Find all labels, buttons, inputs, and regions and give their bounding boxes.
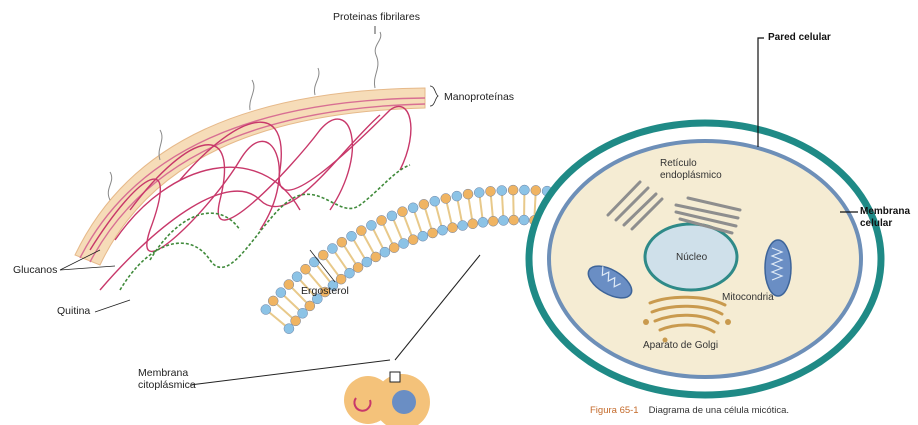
lipid-head [430,196,440,206]
lipid-head [301,264,311,274]
lipid-head [441,193,451,203]
lipid-head [305,301,315,311]
label-nucleus: Núcleo [676,252,707,263]
lipid-head [371,252,381,262]
figure-caption-text: Diagrama de una célula micótica. [649,405,789,416]
lipid-head [261,305,271,315]
figure-number: Figura 65-1 [590,405,639,416]
lipid-head [387,211,397,221]
lipid-head [531,185,541,195]
lipid-head [377,215,387,225]
label-ergosterol: Ergosterol [301,286,349,298]
label-chitin: Quitina [57,306,90,318]
label-glucans: Glucanos [13,265,57,277]
lipid-head [399,239,409,249]
lipid-head [408,203,418,213]
label-mannoproteins: Manoproteínas [444,92,514,104]
lipid-head [284,324,294,334]
label-cell-wall: Pared celular [768,32,831,43]
lipid-head [362,257,372,267]
label-cell-membrane-line1: Membrana [860,206,910,217]
lipid-head [336,274,346,284]
lipid-head [478,217,488,227]
lipid-head [353,262,363,272]
label-membrane-line1: Membrana [138,368,188,380]
lipid-head [497,186,507,196]
figure-caption: Figura 65-1 Diagrama de una célula micóti… [590,405,789,416]
lipid-head [418,231,428,241]
lipid-head [327,243,337,253]
lipid-head [474,188,484,198]
lipid-head [463,189,473,199]
lipid-head [291,316,301,326]
lipid-head [397,207,407,217]
label-fibrillar-proteins: Proteinas fibrilares [333,12,420,24]
lipid-head [428,228,438,238]
mitochondrion-right [765,240,791,296]
lipid-head [347,231,357,241]
lipid-head [276,288,286,298]
lipid-head [284,280,294,290]
lipid-head [458,221,468,231]
lipid-head [485,186,495,196]
lipid-head [408,235,418,245]
label-er-line1: Retículo [660,158,697,169]
label-membrane-line2: citoplásmica [138,380,196,392]
lipid-head [508,185,518,195]
label-mitochondria: Mitocondria [722,292,774,303]
mannoprotein-band [75,88,425,265]
lipid-head [468,219,478,229]
lipid-head [366,220,376,230]
lipid-head [509,215,519,225]
lipid-head [448,223,458,233]
lipid-head [337,237,347,247]
lipid-head [389,243,399,253]
lipid-head [438,225,448,235]
lipid-head [419,199,429,209]
label-golgi: Aparato de Golgi [643,340,718,351]
lipid-head [498,215,508,225]
zoom-line [395,255,480,360]
label-er-line2: endoplásmico [660,170,722,181]
lipid-head [519,215,529,225]
label-cell-membrane-line2: celular [860,218,892,229]
lipid-head [309,257,319,267]
lipid-head [298,308,308,318]
lipid-head [452,191,462,201]
lipid-head [519,185,529,195]
lipid-head [344,268,354,278]
lipid-head [318,250,328,260]
lipid-head [356,226,366,236]
budding-cell-thumbnail [344,372,430,425]
lipid-head [488,216,498,226]
lipid-head [380,247,390,257]
lipid-head [268,296,278,306]
lipid-head [292,272,302,282]
